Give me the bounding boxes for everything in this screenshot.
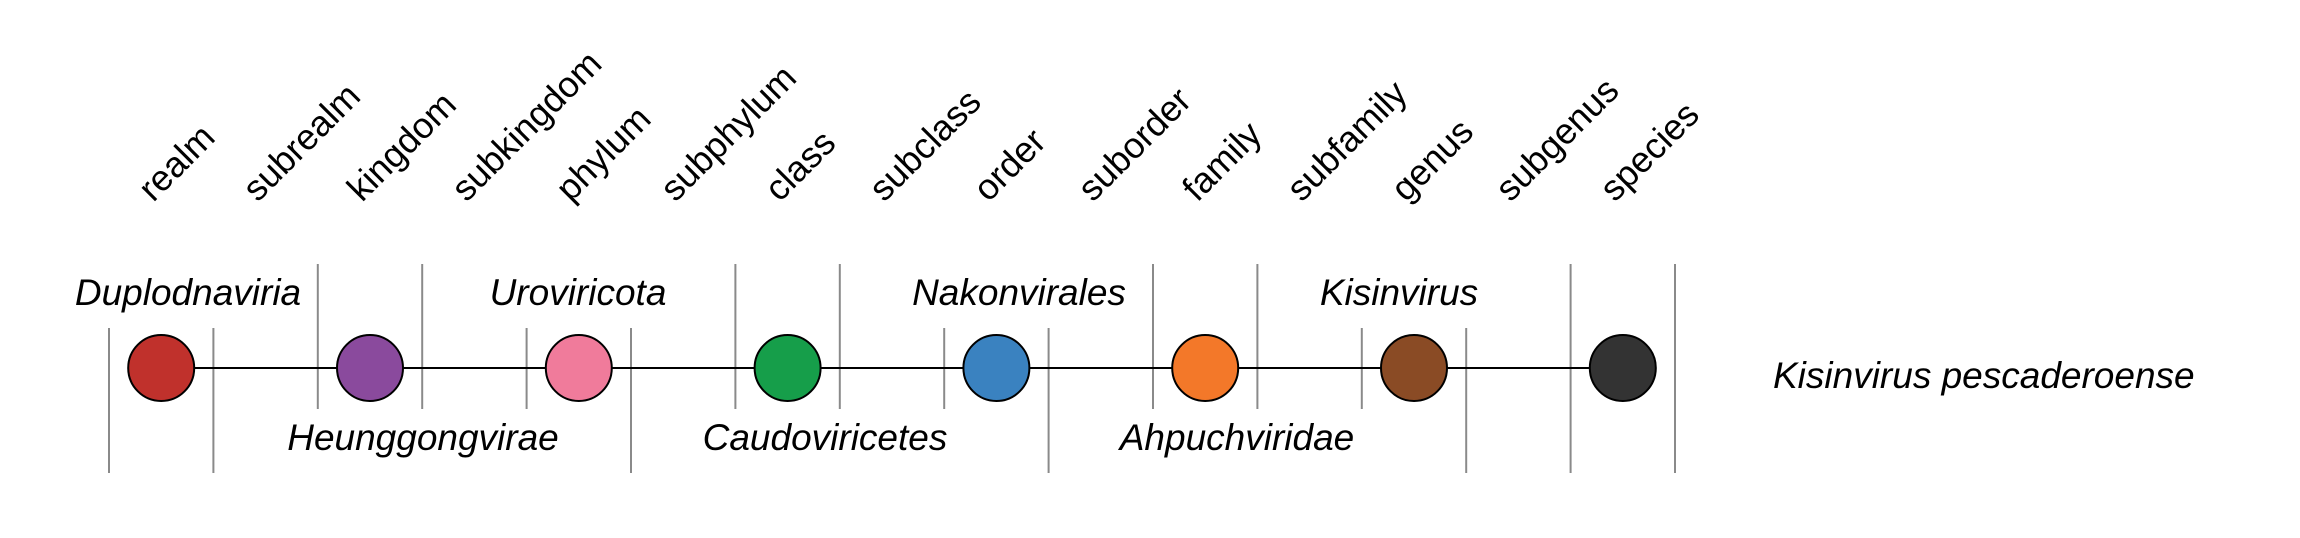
rank-label-order: order	[965, 120, 1053, 208]
taxon-label-kingdom: Heunggongvirae	[287, 417, 559, 458]
rank-label-realm: realm	[130, 116, 223, 209]
taxon-label-class: Caudoviricetes	[703, 417, 948, 458]
taxon-nodes	[127, 334, 1657, 402]
taxon-node-species	[1588, 334, 1657, 402]
taxon-node-phylum	[544, 334, 613, 402]
taxon-node-order	[962, 334, 1031, 402]
taxon-label-species: Kisinvirus pescaderoense	[1773, 355, 2195, 396]
taxon-label-order: Nakonvirales	[912, 272, 1126, 313]
taxon-node-genus	[1380, 334, 1448, 402]
taxon-node-realm	[127, 334, 196, 402]
rank-label-suborder: suborder	[1069, 79, 1198, 208]
taxon-label-genus: Kisinvirus	[1320, 272, 1478, 313]
taxon-label-realm: Duplodnaviria	[75, 272, 301, 313]
rank-label-family: family	[1174, 113, 1269, 208]
rank-label-genus: genus	[1383, 110, 1481, 208]
taxon-node-kingdom	[336, 334, 404, 402]
taxon-label-phylum: Uroviricota	[490, 272, 667, 313]
rank-label-subclass: subclass	[861, 81, 989, 209]
rank-label-class: class	[756, 122, 843, 209]
taxon-node-family	[1171, 334, 1240, 402]
taxon-node-class	[753, 334, 822, 402]
taxon-label-family: Ahpuchviridae	[1118, 417, 1354, 458]
